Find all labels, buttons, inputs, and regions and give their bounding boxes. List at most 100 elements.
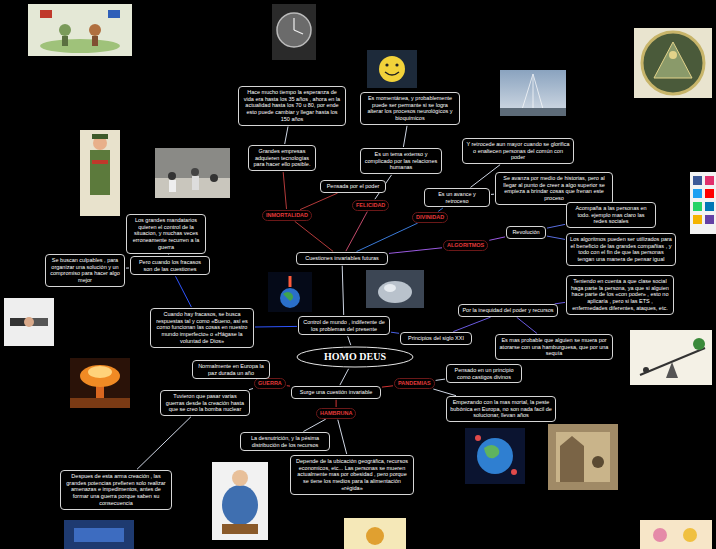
branch-line (453, 317, 490, 332)
ellipse-outline (297, 347, 413, 367)
topic-box: Es un tema extenso y complicado por las … (360, 148, 442, 174)
branch-line (126, 268, 129, 269)
branch-line (287, 385, 290, 386)
node-text: Grandes empresas adquieren tecnologías p… (252, 148, 312, 168)
topic-box: Grandes empresas adquieren tecnologías p… (248, 145, 316, 171)
topic-box: Teniendo en cuenta a que clase social ha… (566, 275, 674, 315)
branch-line (340, 369, 349, 385)
node-text: La desnutrición, y la pésima distribució… (244, 435, 326, 448)
branch-line (489, 237, 505, 240)
node-text: Hace mucho tiempo la esperanza de vida e… (242, 89, 342, 123)
topic-box: Pero cuando los fracasos son de las cues… (130, 256, 210, 275)
topic-box: Cuando hay fracasos, se busca respuestas… (150, 308, 254, 348)
node-text: Y retrocede aun mayor cuando se glorific… (466, 141, 570, 161)
globe-light (268, 272, 312, 312)
topic-box: Depende de la ubicación geográfica, recu… (290, 455, 414, 495)
topic-box: Empezando con la mas mortal, la peste bu… (446, 396, 556, 422)
topic-box: Control de mundo , indiferente de los pr… (298, 316, 390, 335)
topic-box: Pensado en un principio como castigos di… (446, 364, 522, 383)
node-text: Pensada por el poder (324, 183, 382, 190)
branch-line (137, 417, 191, 470)
branch-line (389, 248, 442, 254)
branch-line (348, 336, 351, 345)
node-text: Tuvieron que pasar varias guerras desde … (164, 393, 246, 413)
branch-tag: PANDEMIAS (394, 378, 435, 389)
topic-box: Por la inequidad del poder y recursos (458, 304, 558, 317)
topic-box: Los algoritmos pueden ser utilizados par… (566, 233, 676, 266)
topic-box: Cuestiones invariables futuras (296, 252, 388, 265)
node-text: DIVINIDAD (416, 214, 444, 221)
smiley-picture (367, 50, 417, 88)
topic-box: Es momentánea, y probablemente puede ser… (360, 92, 460, 125)
branch-line (403, 126, 407, 147)
branch-line (357, 223, 418, 252)
node-text: PANDEMIAS (398, 380, 431, 387)
node-text: Acompaña a las personas en todo. ejemplo… (570, 205, 652, 225)
node-text: Surge una cuestión invariable (295, 389, 377, 396)
virus-globe (465, 428, 525, 484)
topic-box: Despues de esta arma creación , las gran… (60, 470, 172, 510)
plague-engraving (548, 424, 618, 490)
branch-line (249, 389, 253, 390)
topic-box: Es mas probable que alguien se muera por… (495, 334, 613, 360)
node-text: GUERRA (258, 380, 282, 387)
branch-tag: FELICIDAD (352, 200, 389, 211)
branch-tag: DIVINIDAD (412, 212, 448, 223)
node-text: Cuestiones invariables futuras (300, 255, 384, 262)
dollar-seal (634, 28, 712, 98)
node-text: Principios del siglo XXI (404, 335, 468, 342)
branch-line (342, 266, 344, 315)
topic-box: Los grandes mandatarios quieren el contr… (126, 214, 206, 254)
node-text: ALGORITMOS (447, 242, 484, 249)
branch-line (517, 317, 537, 333)
topic-box: Hace mucho tiempo la esperanza de vida e… (238, 86, 346, 126)
central-ellipse: HOMO DEUS (296, 346, 414, 368)
node-text: Se avanza por medio de historias, pero a… (499, 175, 609, 202)
branch-line (436, 379, 445, 380)
bottom-picture-right (640, 520, 712, 549)
topic-box: Acompaña a las personas en todo. ejemplo… (566, 202, 656, 228)
branch-line (336, 400, 337, 407)
node-text: Es un avance y retroceso (428, 191, 486, 204)
node-text: Despues de esta arma creación , las gran… (64, 473, 168, 507)
topic-box: Se avanza por medio de historias, pero a… (495, 172, 613, 205)
scale-cartoon (630, 330, 712, 385)
node-text: Control de mundo , indiferente de los pr… (302, 319, 386, 332)
branch-line (176, 276, 192, 307)
node-text: Por la inequidad del poder y recursos (462, 307, 554, 314)
bottom-picture-center (344, 518, 406, 549)
node-text: Los algoritmos pueden ser utilizados par… (570, 236, 672, 263)
topic-box: Tuvieron que pasar varias guerras desde … (160, 390, 250, 416)
nuclear-explosion (70, 358, 130, 408)
topic-box: Se buscan culpables , para organizar una… (45, 254, 125, 287)
node-text: Empezando con la mas mortal, la peste bu… (450, 399, 552, 419)
sky-picture (500, 70, 566, 116)
branch-line (438, 208, 443, 211)
branch-line (283, 172, 286, 209)
branch-line (547, 236, 565, 239)
node-text: Depende de la ubicación geográfica, recu… (294, 458, 410, 492)
crowd-photo (155, 148, 230, 198)
topic-box: Normalmente en Europa la paz durada un a… (192, 360, 270, 379)
node-text: HOMO DEUS (324, 352, 386, 362)
node-text: Revolución (510, 229, 542, 236)
node-text: Es mas probable que alguien se muera por… (499, 337, 609, 357)
node-text: Teniendo en cuenta a que clase social ha… (570, 278, 670, 312)
topic-box: Surge una cuestión invariable (291, 386, 381, 399)
node-text: Pero cuando los fracasos son de las cues… (134, 259, 206, 272)
apps-grid (690, 172, 716, 234)
flags-cartoon (28, 4, 132, 56)
bottom-picture-left (64, 520, 134, 549)
node-text: HAMBRUNA (320, 410, 352, 417)
node-text: Normalmente en Europa la paz durada un a… (196, 363, 266, 376)
node-text: Se buscan culpables , para organizar una… (49, 257, 121, 284)
node-text: Pensado en un principio como castigos di… (450, 367, 518, 380)
node-text: Es momentánea, y probablemente puede ser… (364, 95, 456, 122)
node-text: FELICIDAD (356, 202, 385, 209)
branch-tag: HAMBRUNA (316, 408, 356, 419)
handshake-cartoon (4, 298, 54, 346)
topic-box: La desnutrición, y la pésima distribució… (240, 432, 330, 451)
clock-picture (272, 4, 316, 60)
topic-box: Es un avance y retroceso (424, 188, 490, 207)
